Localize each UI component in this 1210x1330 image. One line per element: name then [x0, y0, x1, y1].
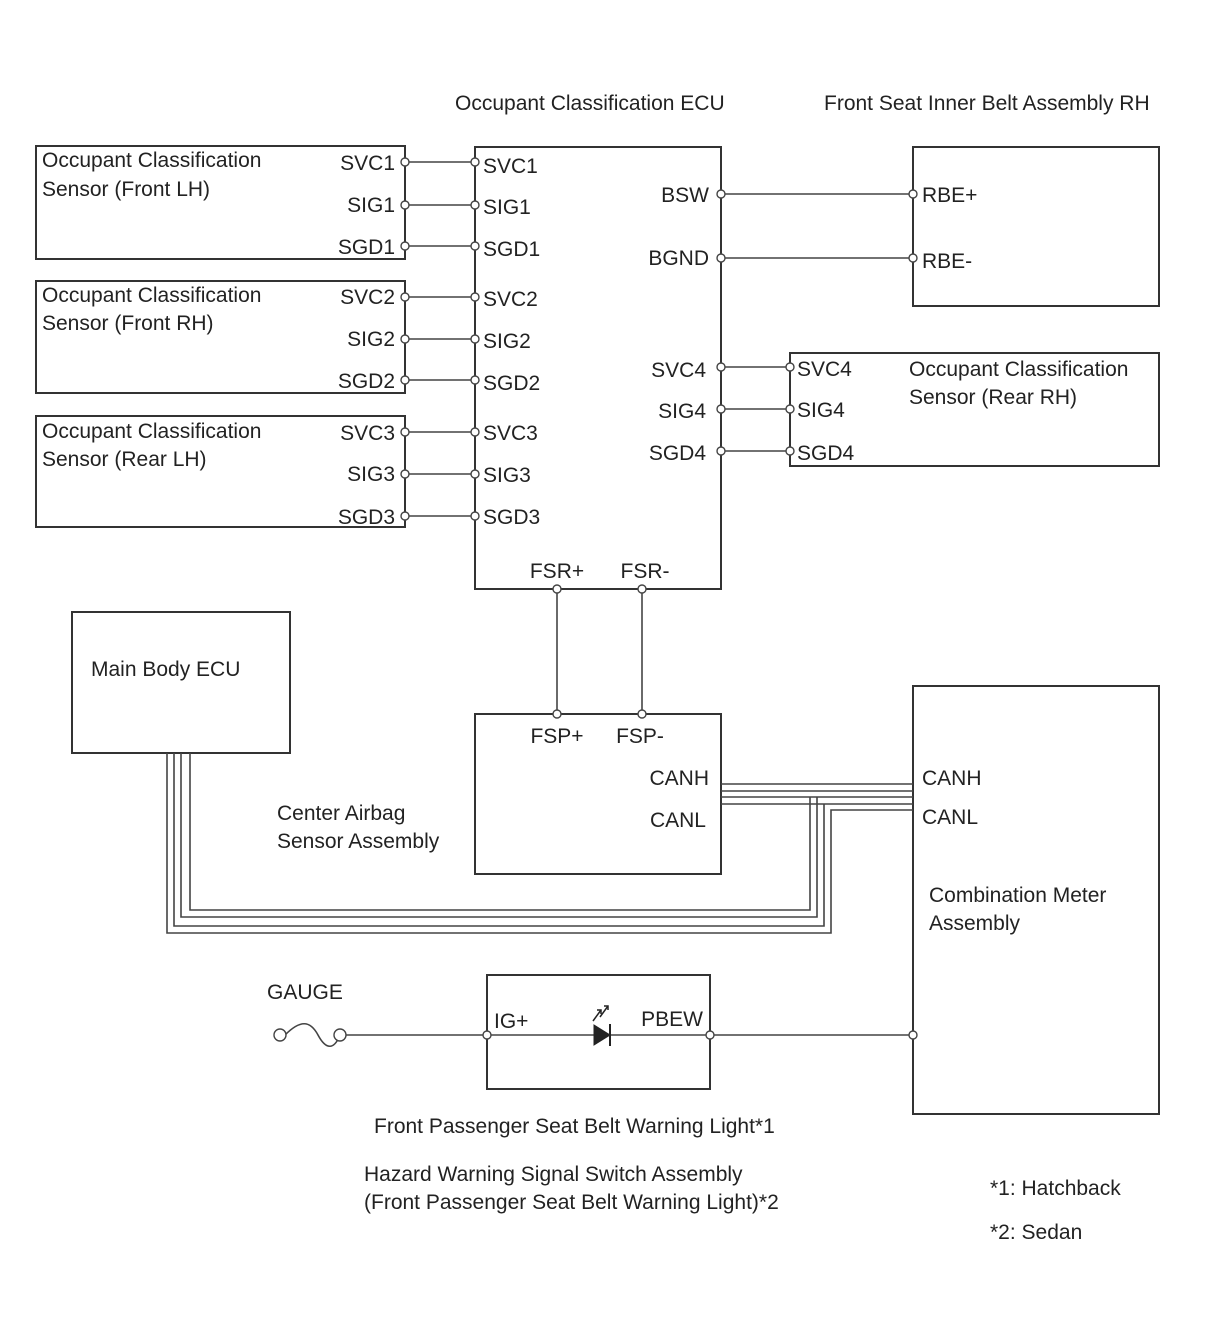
sensor-rear-lh-svc: SVC3: [340, 422, 395, 445]
sensor-front-rh-sig: SIG2: [347, 328, 395, 351]
fuse-symbol: [284, 1022, 341, 1048]
ecu-pin-sgd4: SGD4: [649, 442, 707, 465]
sensor-rear-rh-svc: SVC4: [797, 358, 852, 381]
center-airbag-sensor-box: [474, 713, 722, 875]
warning-caption2-line1: Hazard Warning Signal Switch Assembly: [364, 1163, 743, 1186]
note-hatchback: *1: Hatchback: [990, 1177, 1121, 1200]
meter-pin-canh: CANH: [922, 767, 982, 790]
sensor-front-rh-line1: Occupant Classification: [42, 284, 261, 307]
sensor-rear-rh-line1: Occupant Classification: [909, 358, 1128, 381]
sensor-front-lh-sgd: SGD1: [338, 236, 395, 259]
ecu-pin-svc3: SVC3: [483, 422, 538, 445]
sensor-rear-lh-sgd: SGD3: [338, 506, 395, 529]
sensor-front-rh-svc: SVC2: [340, 286, 395, 309]
sensor-rear-rh-line2: Sensor (Rear RH): [909, 386, 1077, 409]
ecu-pin-fsr-minus: FSR-: [621, 560, 670, 583]
main-body-ecu-box: [71, 611, 291, 754]
combination-meter-box: [912, 685, 1160, 1115]
sensor-rear-lh-sig: SIG3: [347, 463, 395, 486]
warning-caption1: Front Passenger Seat Belt Warning Light*…: [374, 1115, 775, 1138]
pin-terminals: [273, 157, 918, 1042]
airbag-pin-fsp-minus: FSP-: [616, 725, 664, 748]
sensor-rear-lh-line2: Sensor (Rear LH): [42, 448, 207, 471]
ecu-pin-sgd1: SGD1: [483, 238, 540, 261]
front-seat-inner-belt-box: [912, 146, 1160, 307]
ecu-pin-fsr-plus: FSR+: [530, 560, 584, 583]
warning-caption2-line2: (Front Passenger Seat Belt Warning Light…: [364, 1191, 779, 1214]
airbag-pin-canl: CANL: [650, 809, 706, 832]
ecu-pin-svc2: SVC2: [483, 288, 538, 311]
meter-line2: Assembly: [929, 912, 1021, 935]
sensor-rear-rh-sig: SIG4: [797, 399, 845, 422]
ecu-pin-svc1: SVC1: [483, 155, 538, 178]
meter-line1: Combination Meter: [929, 884, 1106, 907]
sensor-front-lh-line1: Occupant Classification: [42, 149, 261, 172]
ecu-pin-sgd3: SGD3: [483, 506, 540, 529]
belt-wires: [721, 193, 913, 259]
sensor-front-lh-sig: SIG1: [347, 194, 395, 217]
left-sensor-wires: [405, 161, 475, 517]
can-bus-wires: [166, 753, 913, 934]
ecu-pin-sig2: SIG2: [483, 330, 531, 353]
fsr-fsp-wires: [556, 589, 643, 714]
rear-rh-sensor-wires: [721, 366, 790, 452]
airbag-line1: Center Airbag: [277, 802, 405, 825]
belt-title: Front Seat Inner Belt Assembly RH: [824, 92, 1150, 115]
airbag-pin-fsp-plus: FSP+: [530, 725, 583, 748]
led-icon: [592, 1005, 611, 1046]
belt-pin-rbe-plus: RBE+: [922, 184, 977, 207]
sensor-rear-lh-line1: Occupant Classification: [42, 420, 261, 443]
sensor-rear-rh-sgd: SGD4: [797, 442, 855, 465]
sensor-front-rh-line2: Sensor (Front RH): [42, 312, 214, 335]
ecu-pin-svc4: SVC4: [651, 359, 706, 382]
ecu-pin-sig4: SIG4: [658, 400, 706, 423]
main-body-ecu-title: Main Body ECU: [91, 658, 240, 681]
sensor-front-lh-svc: SVC1: [340, 152, 395, 175]
meter-pin-canl: CANL: [922, 806, 978, 829]
ecu-pin-bsw: BSW: [661, 184, 709, 207]
warning-pin-ig-plus: IG+: [494, 1010, 528, 1033]
gauge-label: GAUGE: [267, 981, 343, 1004]
gauge-wires: [284, 1022, 913, 1048]
warning-pin-pbew: PBEW: [641, 1008, 703, 1031]
ecu-pin-bgnd: BGND: [648, 247, 709, 270]
ecu-pin-sig3: SIG3: [483, 464, 531, 487]
airbag-pin-canh: CANH: [649, 767, 709, 790]
airbag-line2: Sensor Assembly: [277, 830, 440, 853]
note-sedan: *2: Sedan: [990, 1221, 1082, 1244]
ecu-pin-sgd2: SGD2: [483, 372, 540, 395]
sensor-front-rh-sgd: SGD2: [338, 370, 395, 393]
ecu-title: Occupant Classification ECU: [455, 92, 725, 115]
ecu-pin-sig1: SIG1: [483, 196, 531, 219]
sensor-front-lh-line2: Sensor (Front LH): [42, 178, 210, 201]
belt-pin-rbe-minus: RBE-: [922, 250, 972, 273]
